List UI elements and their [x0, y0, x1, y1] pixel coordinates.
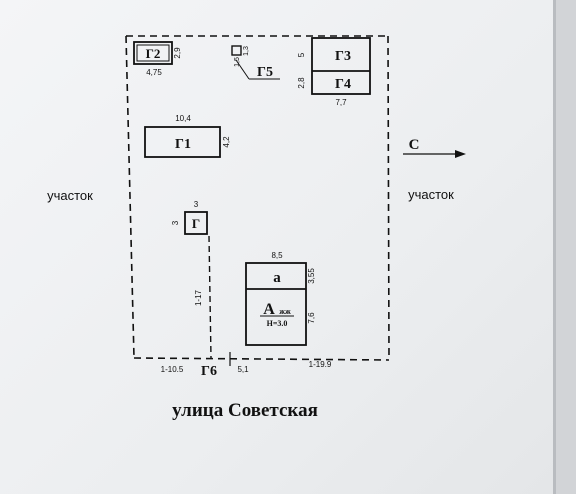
house-sub-label: жж: [279, 307, 291, 316]
g-label: Г: [192, 216, 200, 231]
left-neighbor-label: участок: [47, 188, 93, 203]
g5-label: Г5: [257, 65, 273, 80]
building-g1: Г1 10,4 4,2: [144, 114, 231, 158]
frontage-left: 1-10.5: [161, 365, 184, 374]
main-house: а 8,5 3,55 А жж Н=3.0 7,6: [245, 251, 316, 346]
g1-label: Г1: [175, 137, 191, 152]
g3-label: Г3: [335, 49, 351, 64]
house-height-note: Н=3.0: [267, 319, 288, 328]
g-width: 3: [194, 200, 199, 209]
paper-edge: [553, 0, 556, 494]
g2-label: Г2: [146, 46, 161, 61]
street-frontage: 1-10.5 Г6 5,1 1-19.9: [161, 352, 332, 379]
g2-width: 4,75: [146, 68, 162, 77]
annex-height: 3,55: [307, 268, 316, 284]
g3-height: 5: [297, 52, 306, 57]
building-g2: Г2 4,75 2,9: [133, 41, 182, 77]
g5-width: 1,5: [234, 57, 241, 67]
building-g5: Г5 1,3 1,5: [231, 45, 280, 80]
house-length: 7,6: [307, 312, 316, 324]
house-label: А: [263, 301, 275, 318]
gate-width: 5,1: [237, 365, 249, 374]
annex-width: 8,5: [271, 251, 283, 260]
background-strip: [556, 0, 576, 494]
g4-label: Г4: [335, 77, 351, 92]
g1-height: 4,2: [222, 136, 231, 148]
gate-label: Г6: [201, 364, 217, 379]
g1-width: 10,4: [175, 114, 191, 123]
building-g: Г 3 3: [171, 200, 208, 235]
annex-label: а: [273, 270, 281, 286]
property-boundary: [125, 35, 390, 361]
building-g3-g4: Г3 Г4 5 2,8 7,7: [297, 37, 371, 107]
g2-height: 2,9: [173, 47, 182, 59]
frontage-right: 1-19.9: [309, 360, 332, 369]
g4-width: 7,7: [335, 98, 347, 107]
interior-fence: 1-17: [194, 235, 212, 359]
right-neighbor-label: участок: [408, 187, 454, 202]
north-arrow: С: [403, 137, 466, 158]
north-label: С: [409, 137, 420, 153]
g-height: 3: [171, 220, 180, 225]
street-name: улица Советская: [172, 400, 318, 421]
paper-sheet: [0, 0, 556, 494]
fence-length: 1-17: [194, 289, 203, 306]
g5-height: 1,3: [243, 46, 250, 56]
g4-height: 2,8: [297, 77, 306, 89]
